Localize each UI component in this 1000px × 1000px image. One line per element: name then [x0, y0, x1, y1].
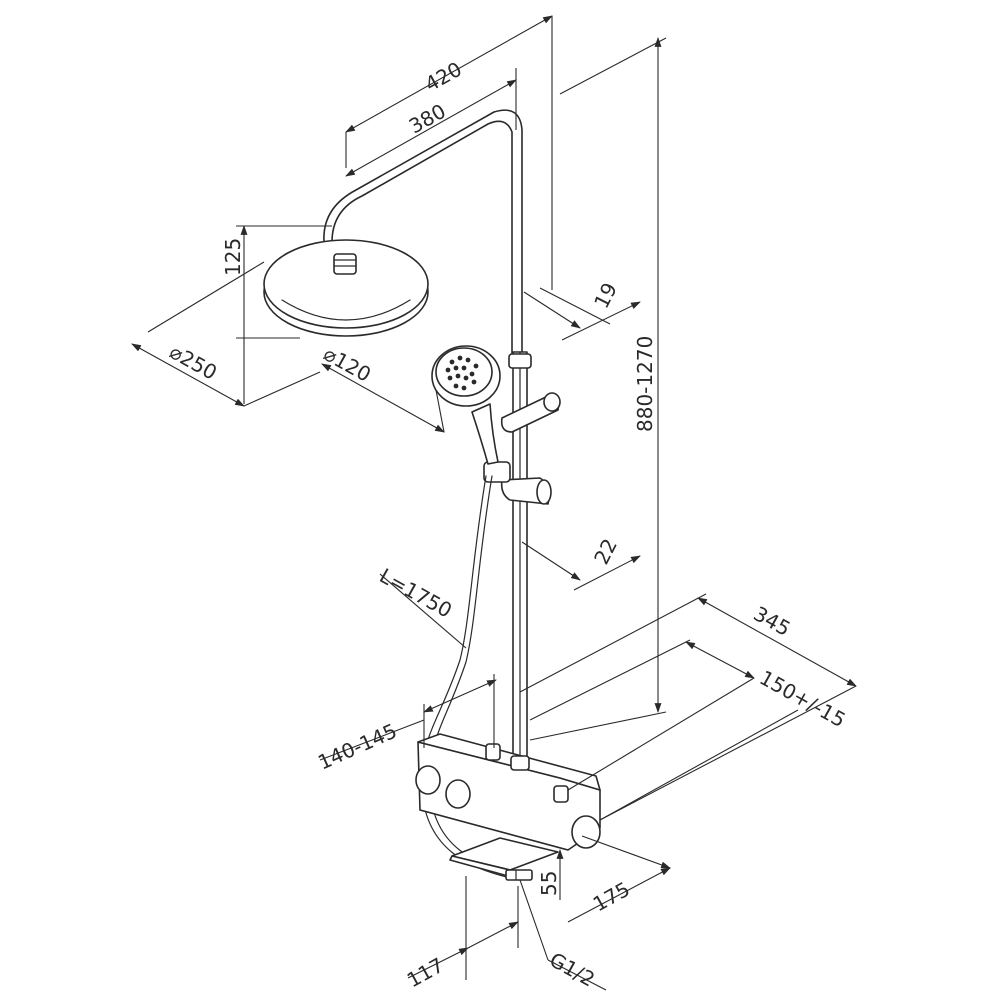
dim-hose-length: L=1750 [376, 563, 457, 622]
dim-arm-length: 380 [405, 99, 450, 139]
dim-arm-reach: 420 [421, 57, 466, 97]
shower-system [263, 109, 601, 881]
dim-thread: G1/2 [546, 947, 599, 991]
rain-shower-head [263, 239, 429, 337]
sliding-rail [483, 351, 561, 773]
hand-shower [431, 345, 501, 465]
thermostatic-mixer [415, 733, 601, 851]
dim-bracket-offset-bottom: 22 [589, 535, 622, 569]
dim-shelf-height: 55 [537, 871, 561, 896]
dimension-lines [131, 15, 857, 991]
dim-head-height: 125 [221, 238, 245, 276]
dim-bracket-offset-top: 19 [589, 279, 622, 313]
nozzles [445, 355, 479, 391]
dim-wall-depth: 345 [750, 601, 795, 641]
shower-hose [420, 475, 523, 881]
dim-inlet-offset: 150+/-15 [756, 665, 850, 732]
dim-mixer-depth: 175 [589, 877, 634, 917]
dim-spout-width: 117 [403, 953, 448, 993]
dim-hand-shower-diameter: ⌀120 [320, 341, 376, 386]
dim-inlet-spacing: 140-145 [314, 719, 400, 775]
dim-total-height: 880-1270 [633, 336, 657, 432]
